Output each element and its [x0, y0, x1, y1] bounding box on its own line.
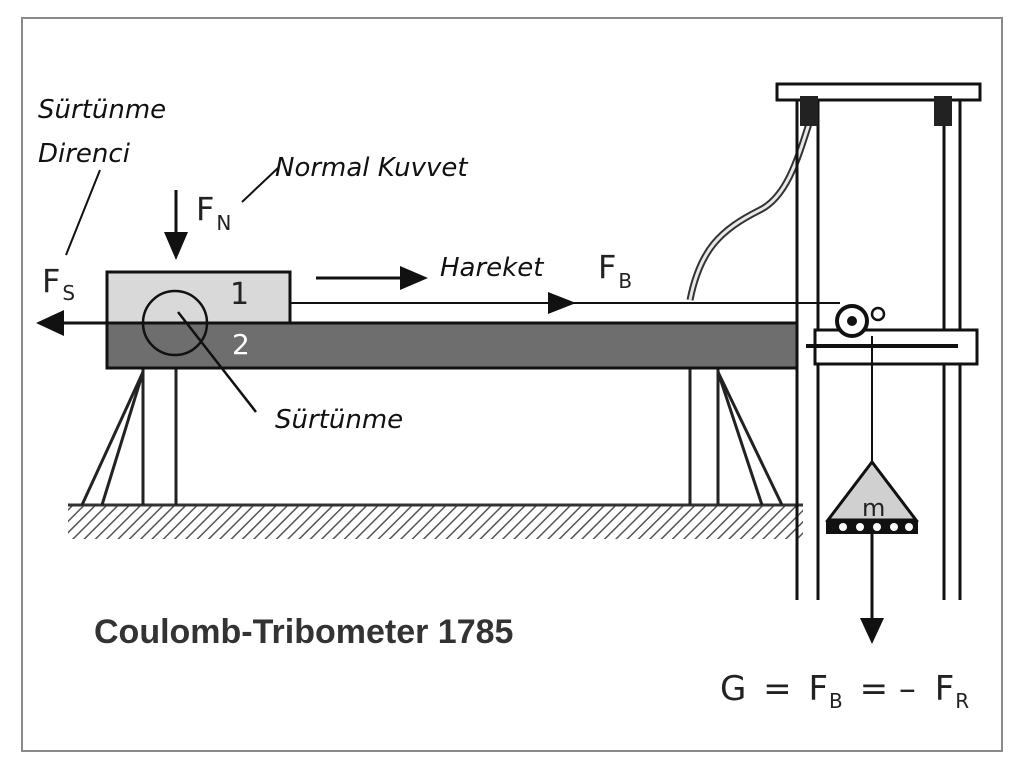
diagram-frame [21, 17, 1003, 752]
block-upper-number: 1 [230, 277, 249, 312]
fn-arrowhead [164, 232, 188, 260]
friction-label: Sürtünme [275, 405, 403, 435]
normal-force-label: Normal Kuvvet [275, 153, 468, 183]
left-support [80, 368, 178, 506]
leader-friction [177, 311, 257, 413]
motion-label: Hareket [440, 253, 544, 283]
gravity-arrowhead [860, 618, 884, 644]
mass-label: m [862, 494, 885, 522]
ground-hatch [68, 505, 803, 539]
fs-arrowhead [36, 310, 64, 336]
leader-normal-force [241, 167, 279, 203]
leader-friction-resistance [65, 169, 101, 256]
top-clamp-right [934, 96, 952, 126]
base-block [105, 321, 799, 370]
friction-resistance-label-2: Direnci [38, 139, 131, 169]
diagram-title: Coulomb-Tribometer 1785 [94, 613, 513, 651]
block-lower-number: 2 [232, 328, 250, 361]
fb-arrowhead [548, 292, 576, 314]
top-clamp-left [800, 96, 818, 126]
motion-arrowhead [400, 266, 428, 290]
force-equation: G = FB = – FR [720, 669, 969, 717]
sliding-block [105, 270, 292, 325]
friction-resistance-label-1: Sürtünme [38, 95, 166, 125]
top-crossbar [775, 82, 982, 102]
right-support [688, 368, 784, 506]
